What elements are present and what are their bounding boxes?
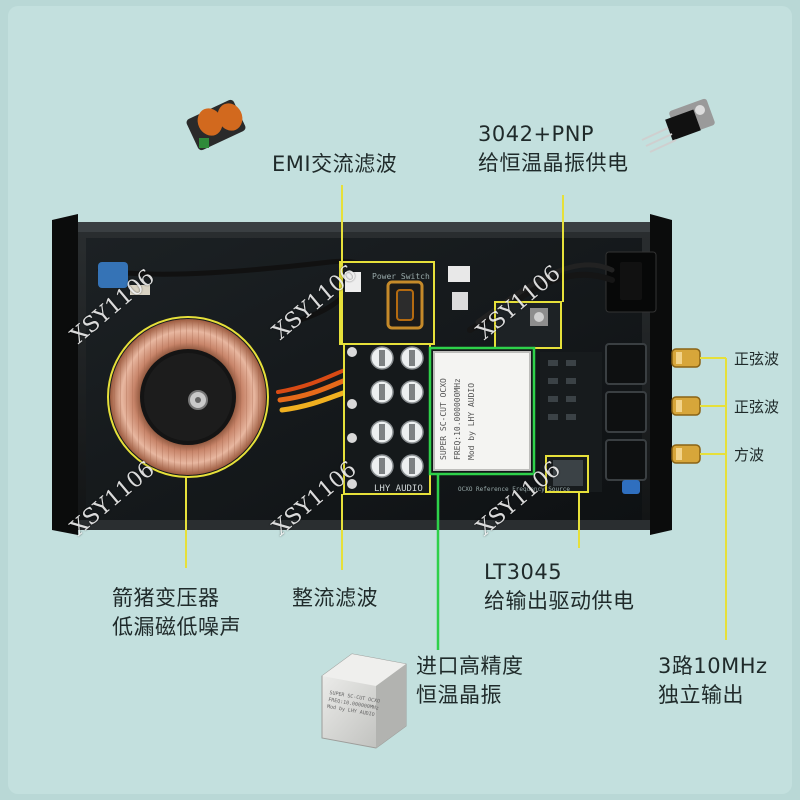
- lt3045-label: LT3045 给输出驱动供电: [484, 558, 635, 616]
- transistor-photo: [641, 98, 715, 153]
- outputs-label-line1: 3路10MHz: [658, 654, 768, 678]
- sine-output-2-label: 正弦波: [734, 398, 780, 416]
- square-output-label: 方波: [734, 446, 765, 464]
- pnp-label-line2: 给恒温晶振供电: [478, 151, 629, 175]
- ocxo-label-line1: 进口高精度: [416, 654, 524, 678]
- outputs-label: 3路10MHz 独立输出: [658, 652, 768, 710]
- power-switch-silk: Power Switch: [372, 272, 430, 281]
- transformer-label-line2: 低漏磁低噪声: [112, 615, 241, 639]
- ac-inlet: [605, 251, 657, 313]
- bnc-connectors: [671, 348, 701, 464]
- transformer-label-line1: 箭猪变压器: [112, 586, 220, 610]
- ocxo-text-line2: FREQ:10.000000MHz: [453, 378, 462, 460]
- lt3045-label-line2: 给输出驱动供电: [484, 589, 635, 613]
- transformer-label: 箭猪变压器 低漏磁低噪声: [112, 584, 241, 642]
- toroidal-transformer: [110, 319, 266, 475]
- emi-filter-board: [340, 262, 470, 340]
- ocxo-module: [433, 351, 531, 471]
- rectifier-capacitors: [344, 344, 430, 494]
- ocxo-text-line3: Mod by LHY AUDIO: [467, 382, 476, 460]
- ocxo-label-line2: 恒温晶振: [416, 683, 502, 707]
- pnp-supply-label: 3042+PNP 给恒温晶振供电: [478, 120, 629, 178]
- emi-choke-photo: [186, 99, 246, 151]
- lt3045-label-line1: LT3045: [484, 560, 563, 584]
- outputs-label-line2: 独立输出: [658, 683, 744, 707]
- sine-output-1-label: 正弦波: [734, 350, 780, 368]
- blue-switch: [622, 480, 640, 494]
- fuse-holder: [98, 262, 150, 295]
- ocxo-label-rotated: SUPER SC-CUT OCXO: [438, 350, 452, 460]
- ocxo-photo: [321, 653, 407, 749]
- ocxo-text-line1: SUPER SC-CUT OCXO: [439, 378, 448, 460]
- emi-filter-label: EMI交流滤波: [272, 152, 398, 176]
- pnp-label-line1: 3042+PNP: [478, 122, 595, 146]
- callout-lines: [185, 185, 727, 640]
- lt3045-area: [540, 352, 602, 492]
- ocxo-label: 进口高精度 恒温晶振: [416, 652, 524, 710]
- ocxo-highlight: [428, 346, 536, 476]
- board-silk: OCXO Reference Frequency Source: [458, 486, 570, 493]
- brand-silk: LHY AUDIO: [374, 484, 423, 494]
- pnp-regulator: [495, 302, 561, 348]
- rectifier-label: 整流滤波: [292, 586, 378, 610]
- output-modules: [605, 343, 647, 481]
